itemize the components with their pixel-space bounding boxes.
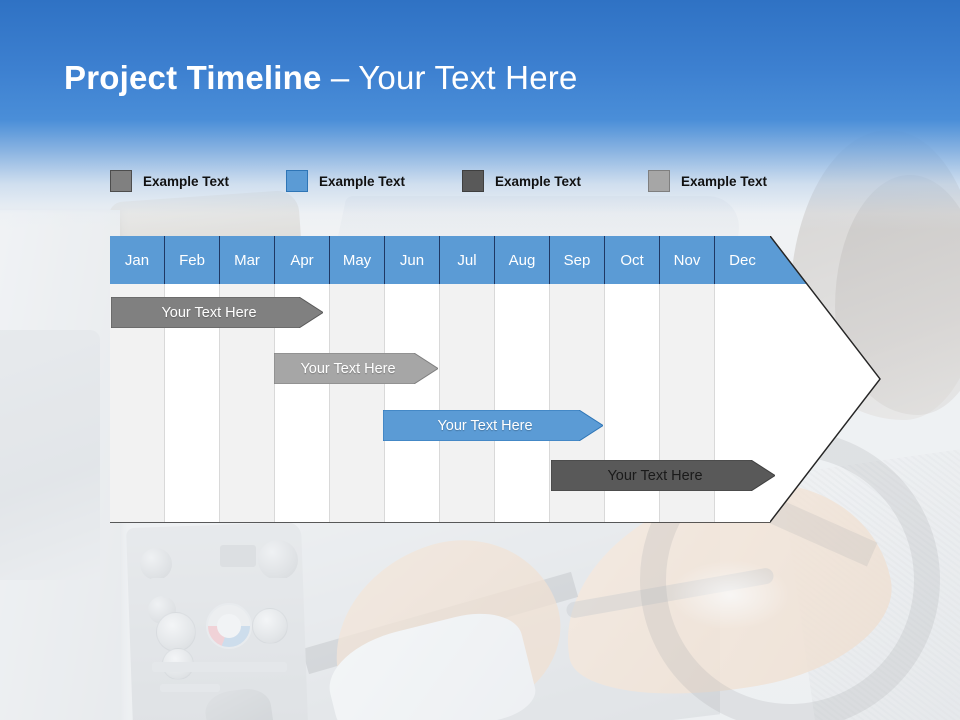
task-bar-label: Your Text Here (607, 467, 703, 484)
timeline-column-jul (440, 284, 495, 522)
legend-item-label: Example Text (681, 173, 768, 189)
month-cell-feb[interactable]: Feb (165, 236, 220, 284)
legend-item-3[interactable]: Example Text (462, 168, 581, 194)
month-cell-apr[interactable]: Apr (275, 236, 330, 284)
page-title-separator: – (321, 59, 359, 96)
month-cell-may[interactable]: May (330, 236, 385, 284)
timeline-column-jun (385, 284, 440, 522)
legend-item-4[interactable]: Example Text (648, 168, 767, 194)
legend-item-label: Example Text (495, 173, 582, 189)
month-cell-jan[interactable]: Jan (110, 236, 165, 284)
task-bar-arrow-shape (383, 410, 603, 441)
task-bar-label: Your Text Here (437, 417, 533, 434)
task-bar-1[interactable]: Your Text Here (111, 297, 323, 328)
month-cell-jun[interactable]: Jun (385, 236, 440, 284)
timeline-column-may (330, 284, 385, 522)
month-cell-dec[interactable]: Dec (715, 236, 770, 284)
task-bar-2[interactable]: Your Text Here (274, 353, 438, 384)
month-cell-sep[interactable]: Sep (550, 236, 605, 284)
legend-item-1[interactable]: Example Text (110, 168, 229, 194)
legend: Example Text Example Text Example Text Exam… (110, 168, 830, 196)
task-bar-3[interactable]: Your Text Here (383, 410, 603, 441)
month-cell-mar[interactable]: Mar (220, 236, 275, 284)
legend-item-2[interactable]: Example Text (286, 168, 405, 194)
month-cell-oct[interactable]: Oct (605, 236, 660, 284)
page-title-light: Your Text Here (358, 59, 578, 96)
timeline-column-aug (495, 284, 550, 522)
page-title: Project Timeline – Your Text Here (64, 59, 578, 97)
month-cell-jul[interactable]: Jul (440, 236, 495, 284)
page-title-bold: Project Timeline (64, 59, 322, 96)
legend-swatch-icon (648, 170, 670, 192)
month-cell-aug[interactable]: Aug (495, 236, 550, 284)
legend-swatch-icon (286, 170, 308, 192)
task-bar-arrow-shape (111, 297, 323, 328)
legend-item-label: Example Text (319, 173, 406, 189)
legend-swatch-icon (110, 170, 132, 192)
task-bar-4[interactable]: Your Text Here (551, 460, 775, 491)
legend-item-label: Example Text (143, 173, 230, 189)
month-cell-nov[interactable]: Nov (660, 236, 715, 284)
legend-swatch-icon (462, 170, 484, 192)
task-bar-label: Your Text Here (161, 304, 257, 321)
task-bar-arrow-shape (274, 353, 438, 384)
task-bar-label: Your Text Here (300, 360, 396, 377)
task-bar-arrow-shape (551, 460, 775, 491)
